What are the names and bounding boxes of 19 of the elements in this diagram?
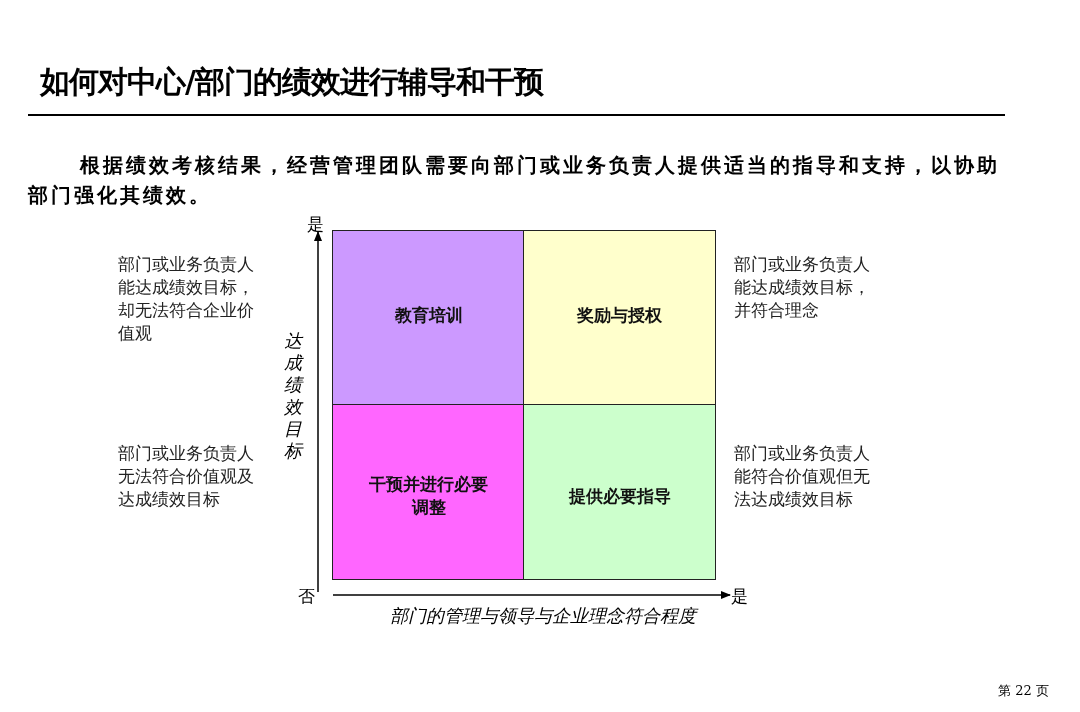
axis-end-label: 是 [307,213,324,236]
quadrant-description: 部门或业务负责人能达成绩效目标，并符合理念 [734,253,871,322]
quadrant-box [523,230,716,406]
quadrant-label: 干预并进行必要调整 [368,473,489,519]
quadrant-description: 部门或业务负责人能符合价值观但无法达成绩效目标 [734,442,871,511]
quadrant-label: 奖励与授权 [576,303,663,327]
quadrant-box [332,230,525,406]
quadrant-label: 教育培训 [393,303,464,327]
quadrant-box [523,404,716,580]
title: 如何对中心/部门的绩效进行辅导和干预 [40,63,543,101]
axis-title: 达成绩效目标 [284,330,303,462]
intro-paragraph: 根据绩效考核结果，经营管理团队需要向部门或业务负责人提供适当的指导和支持，以协助部门强化其绩效。 [28,152,1001,209]
quadrant-description: 部门或业务负责人无法符合价值观及达成绩效目标 [118,442,255,511]
quadrant-description: 部门或业务负责人能达成绩效目标，却无法符合企业价值观 [118,253,255,345]
axis-end-label: 否 [298,585,315,608]
quadrant-label: 提供必要指导 [567,484,672,508]
quadrant-box [332,404,525,580]
axis-end-label: 是 [731,585,748,608]
page-number: 第 22 页 [998,682,1049,700]
